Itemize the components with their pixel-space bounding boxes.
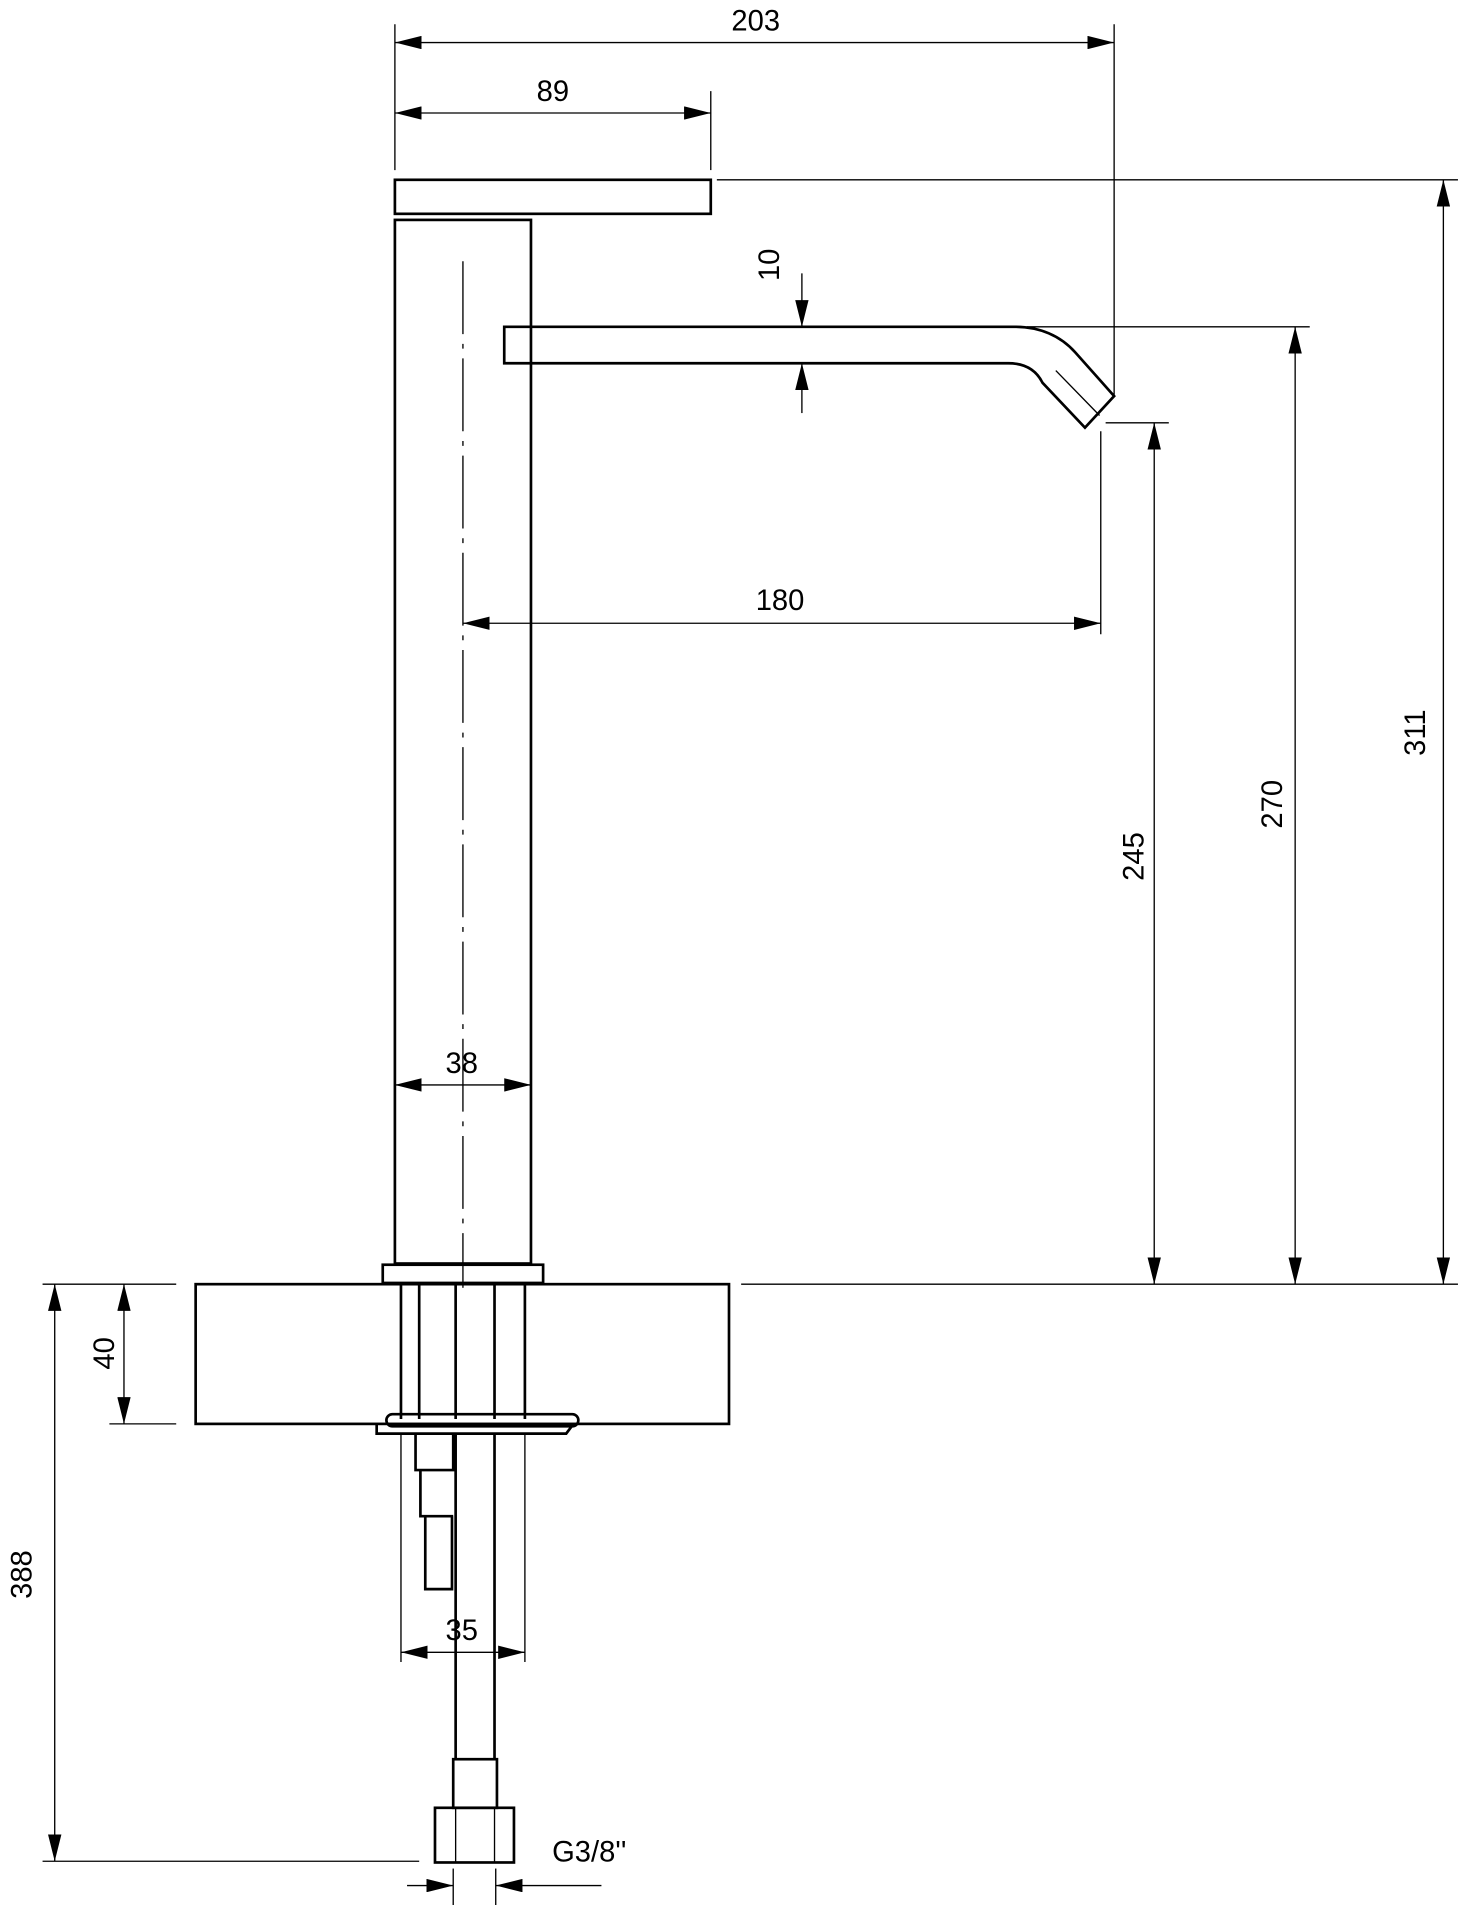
hose-nut bbox=[433, 1806, 516, 1864]
dim-label-38: 38 bbox=[446, 1048, 478, 1080]
under-deck-assembly bbox=[375, 1284, 580, 1864]
countertop-section bbox=[194, 1282, 731, 1426]
fixing-plate bbox=[385, 1412, 580, 1428]
dim-label-270: 270 bbox=[1257, 780, 1289, 829]
dimension-270: 270 bbox=[1026, 326, 1310, 1285]
dim-label-180: 180 bbox=[756, 585, 805, 617]
dimension-388: 388 bbox=[7, 1284, 420, 1862]
dim-label-203: 203 bbox=[731, 5, 780, 37]
dimension-311: 311 bbox=[716, 179, 1458, 1285]
dim-label-40: 40 bbox=[89, 1337, 121, 1369]
threaded-rod bbox=[414, 1433, 455, 1591]
dimension-89: 89 bbox=[394, 76, 712, 171]
dimension-180: 180 bbox=[462, 431, 1102, 635]
dim-label-10: 10 bbox=[754, 249, 786, 281]
dimension-38: 38 bbox=[394, 1048, 531, 1092]
dim-label-245: 245 bbox=[1118, 832, 1150, 881]
fixing-nut bbox=[375, 1423, 575, 1435]
dimension-connection: G3/8'' bbox=[407, 1836, 626, 1905]
spout bbox=[502, 325, 1116, 430]
dim-label-388: 388 bbox=[7, 1550, 39, 1599]
dim-label-89: 89 bbox=[537, 76, 569, 108]
faucet bbox=[381, 178, 1116, 1288]
dim-label-311: 311 bbox=[1400, 709, 1432, 755]
dimension-10: 10 bbox=[754, 249, 809, 414]
connection-label: G3/8'' bbox=[552, 1836, 626, 1868]
spout-outlet-line bbox=[1055, 370, 1101, 416]
dim-label-35: 35 bbox=[446, 1615, 478, 1647]
hose-ferrule bbox=[451, 1757, 499, 1810]
dimension-203: 203 bbox=[394, 5, 1115, 395]
dimension-35: 35 bbox=[400, 1433, 526, 1663]
dimension-40: 40 bbox=[42, 1283, 177, 1425]
handle bbox=[393, 178, 713, 216]
dimension-245: 245 bbox=[1105, 422, 1169, 1285]
